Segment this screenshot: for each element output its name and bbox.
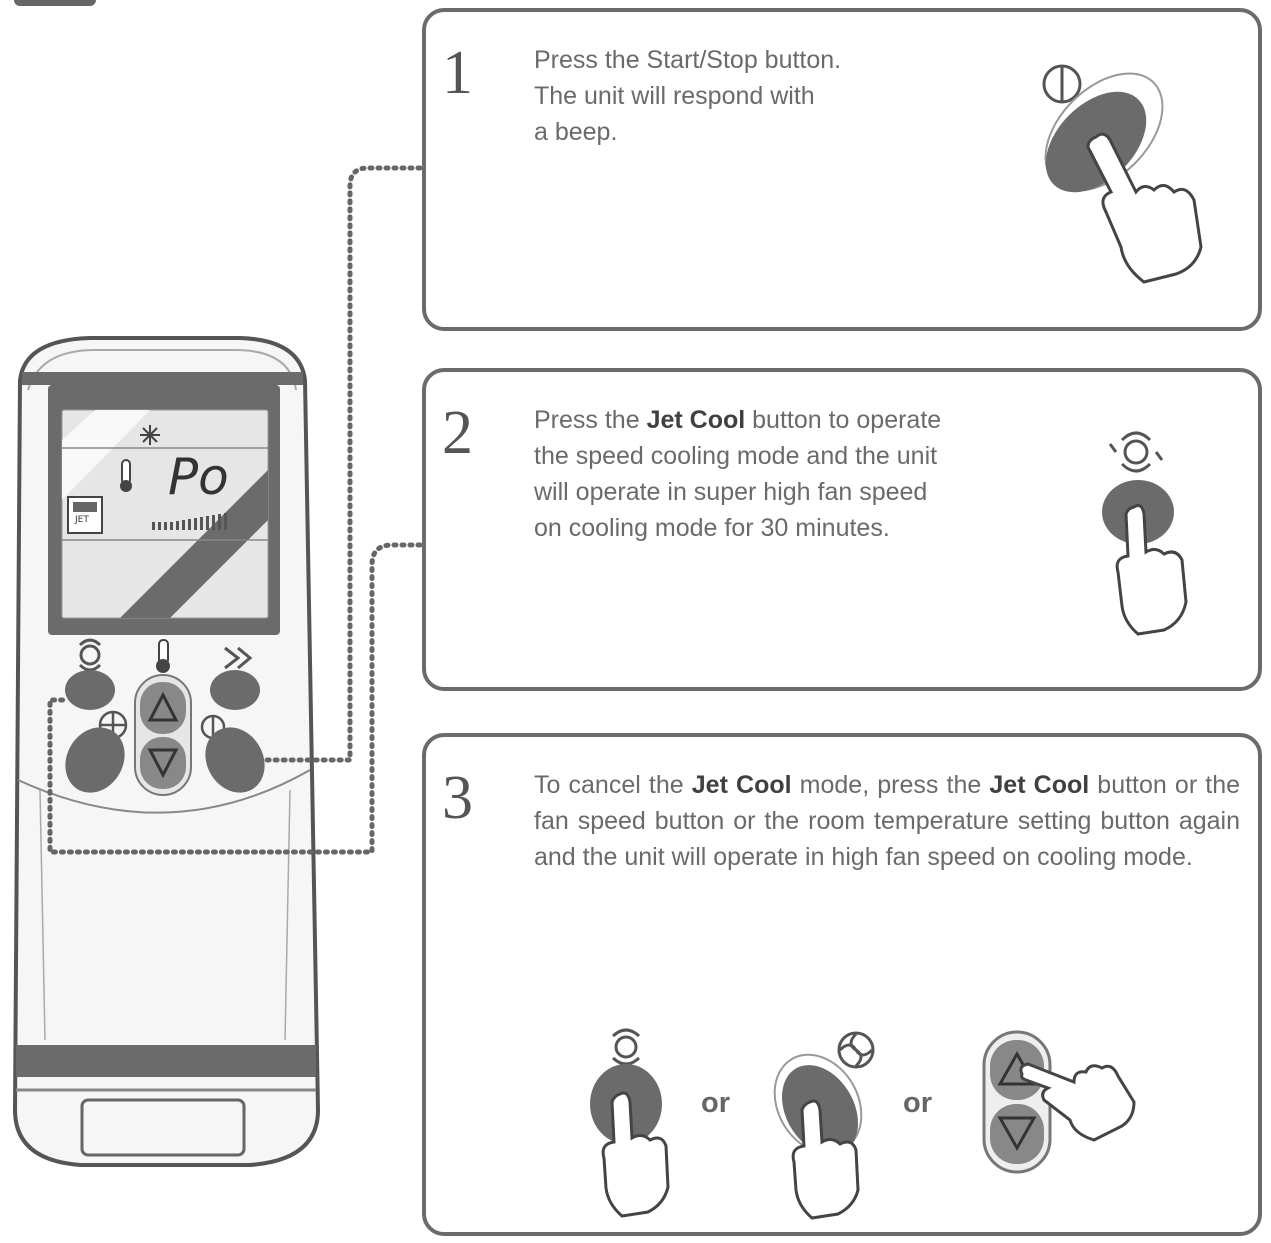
pointing-hand-icon	[1019, 1062, 1136, 1142]
remote-thermometer-icon	[156, 639, 170, 673]
lcd-snowflake-icon	[140, 425, 160, 445]
lcd-jet-label: JET	[75, 515, 89, 525]
step-1-text: Press the Start/Stop button. The unit wi…	[534, 42, 841, 150]
fan-icon	[837, 1031, 875, 1069]
remote-swing-button[interactable]	[210, 670, 260, 710]
step-3-number: 3	[442, 764, 473, 832]
down-arrow-icon[interactable]	[997, 1116, 1037, 1152]
lcd-thermometer-icon	[120, 459, 132, 492]
step-1-illustration	[1042, 64, 1203, 284]
jet-cool-icon	[611, 1028, 641, 1066]
corner-tab	[14, 0, 96, 6]
pointing-hand-icon	[1086, 132, 1203, 284]
pointing-hand-icon	[791, 1099, 860, 1220]
step-2-line-1: Press the Jet Cool button to operate	[534, 406, 942, 434]
option-temperature-illustration	[982, 1030, 1136, 1174]
remote-control: Po JET	[0, 0, 420, 1243]
or-label-1: or	[701, 1087, 730, 1119]
step-1-line-1: Press the Start/Stop button.	[534, 46, 842, 74]
remote-body-illustration	[12, 336, 321, 1167]
or-label-2: or	[903, 1087, 932, 1119]
step-2-number: 2	[442, 399, 473, 467]
lcd-code: Po	[168, 448, 229, 506]
option-fan-speed-illustration	[773, 1031, 875, 1220]
option-jet-cool-illustration	[590, 1028, 670, 1218]
lcd-jet-icon	[67, 496, 103, 534]
remote-jet-cool-button[interactable]	[65, 670, 115, 710]
pointing-hand-icon	[1115, 504, 1188, 636]
step-2-line-4: on cooling mode for 30 minutes.	[534, 514, 890, 542]
step-1-box: 1 Press the Start/Stop button. The unit …	[422, 8, 1262, 331]
step-2-text: Press the Jet Cool button to operate the…	[534, 402, 941, 546]
step-2-box: 2 Press the Jet Cool button to operate t…	[422, 368, 1262, 691]
power-icon	[1042, 64, 1082, 104]
jet-cool-icon	[1108, 431, 1164, 473]
step-3-text: To cancel the Jet Cool mode, press the J…	[534, 771, 1241, 871]
step-1-line-2: The unit will respond with	[534, 82, 815, 110]
step-2-line-2: the speed cooling mode and the unit	[534, 442, 938, 470]
pointing-hand-icon	[601, 1091, 670, 1218]
step-1-number: 1	[442, 39, 473, 107]
step-3-box: 3 To cancel the Jet Cool mode, press the…	[422, 733, 1262, 1236]
step-2-line-3: will operate in super high fan speed	[534, 478, 928, 506]
step-1-line-3: a beep.	[534, 118, 618, 146]
step-2-illustration	[1102, 431, 1188, 636]
